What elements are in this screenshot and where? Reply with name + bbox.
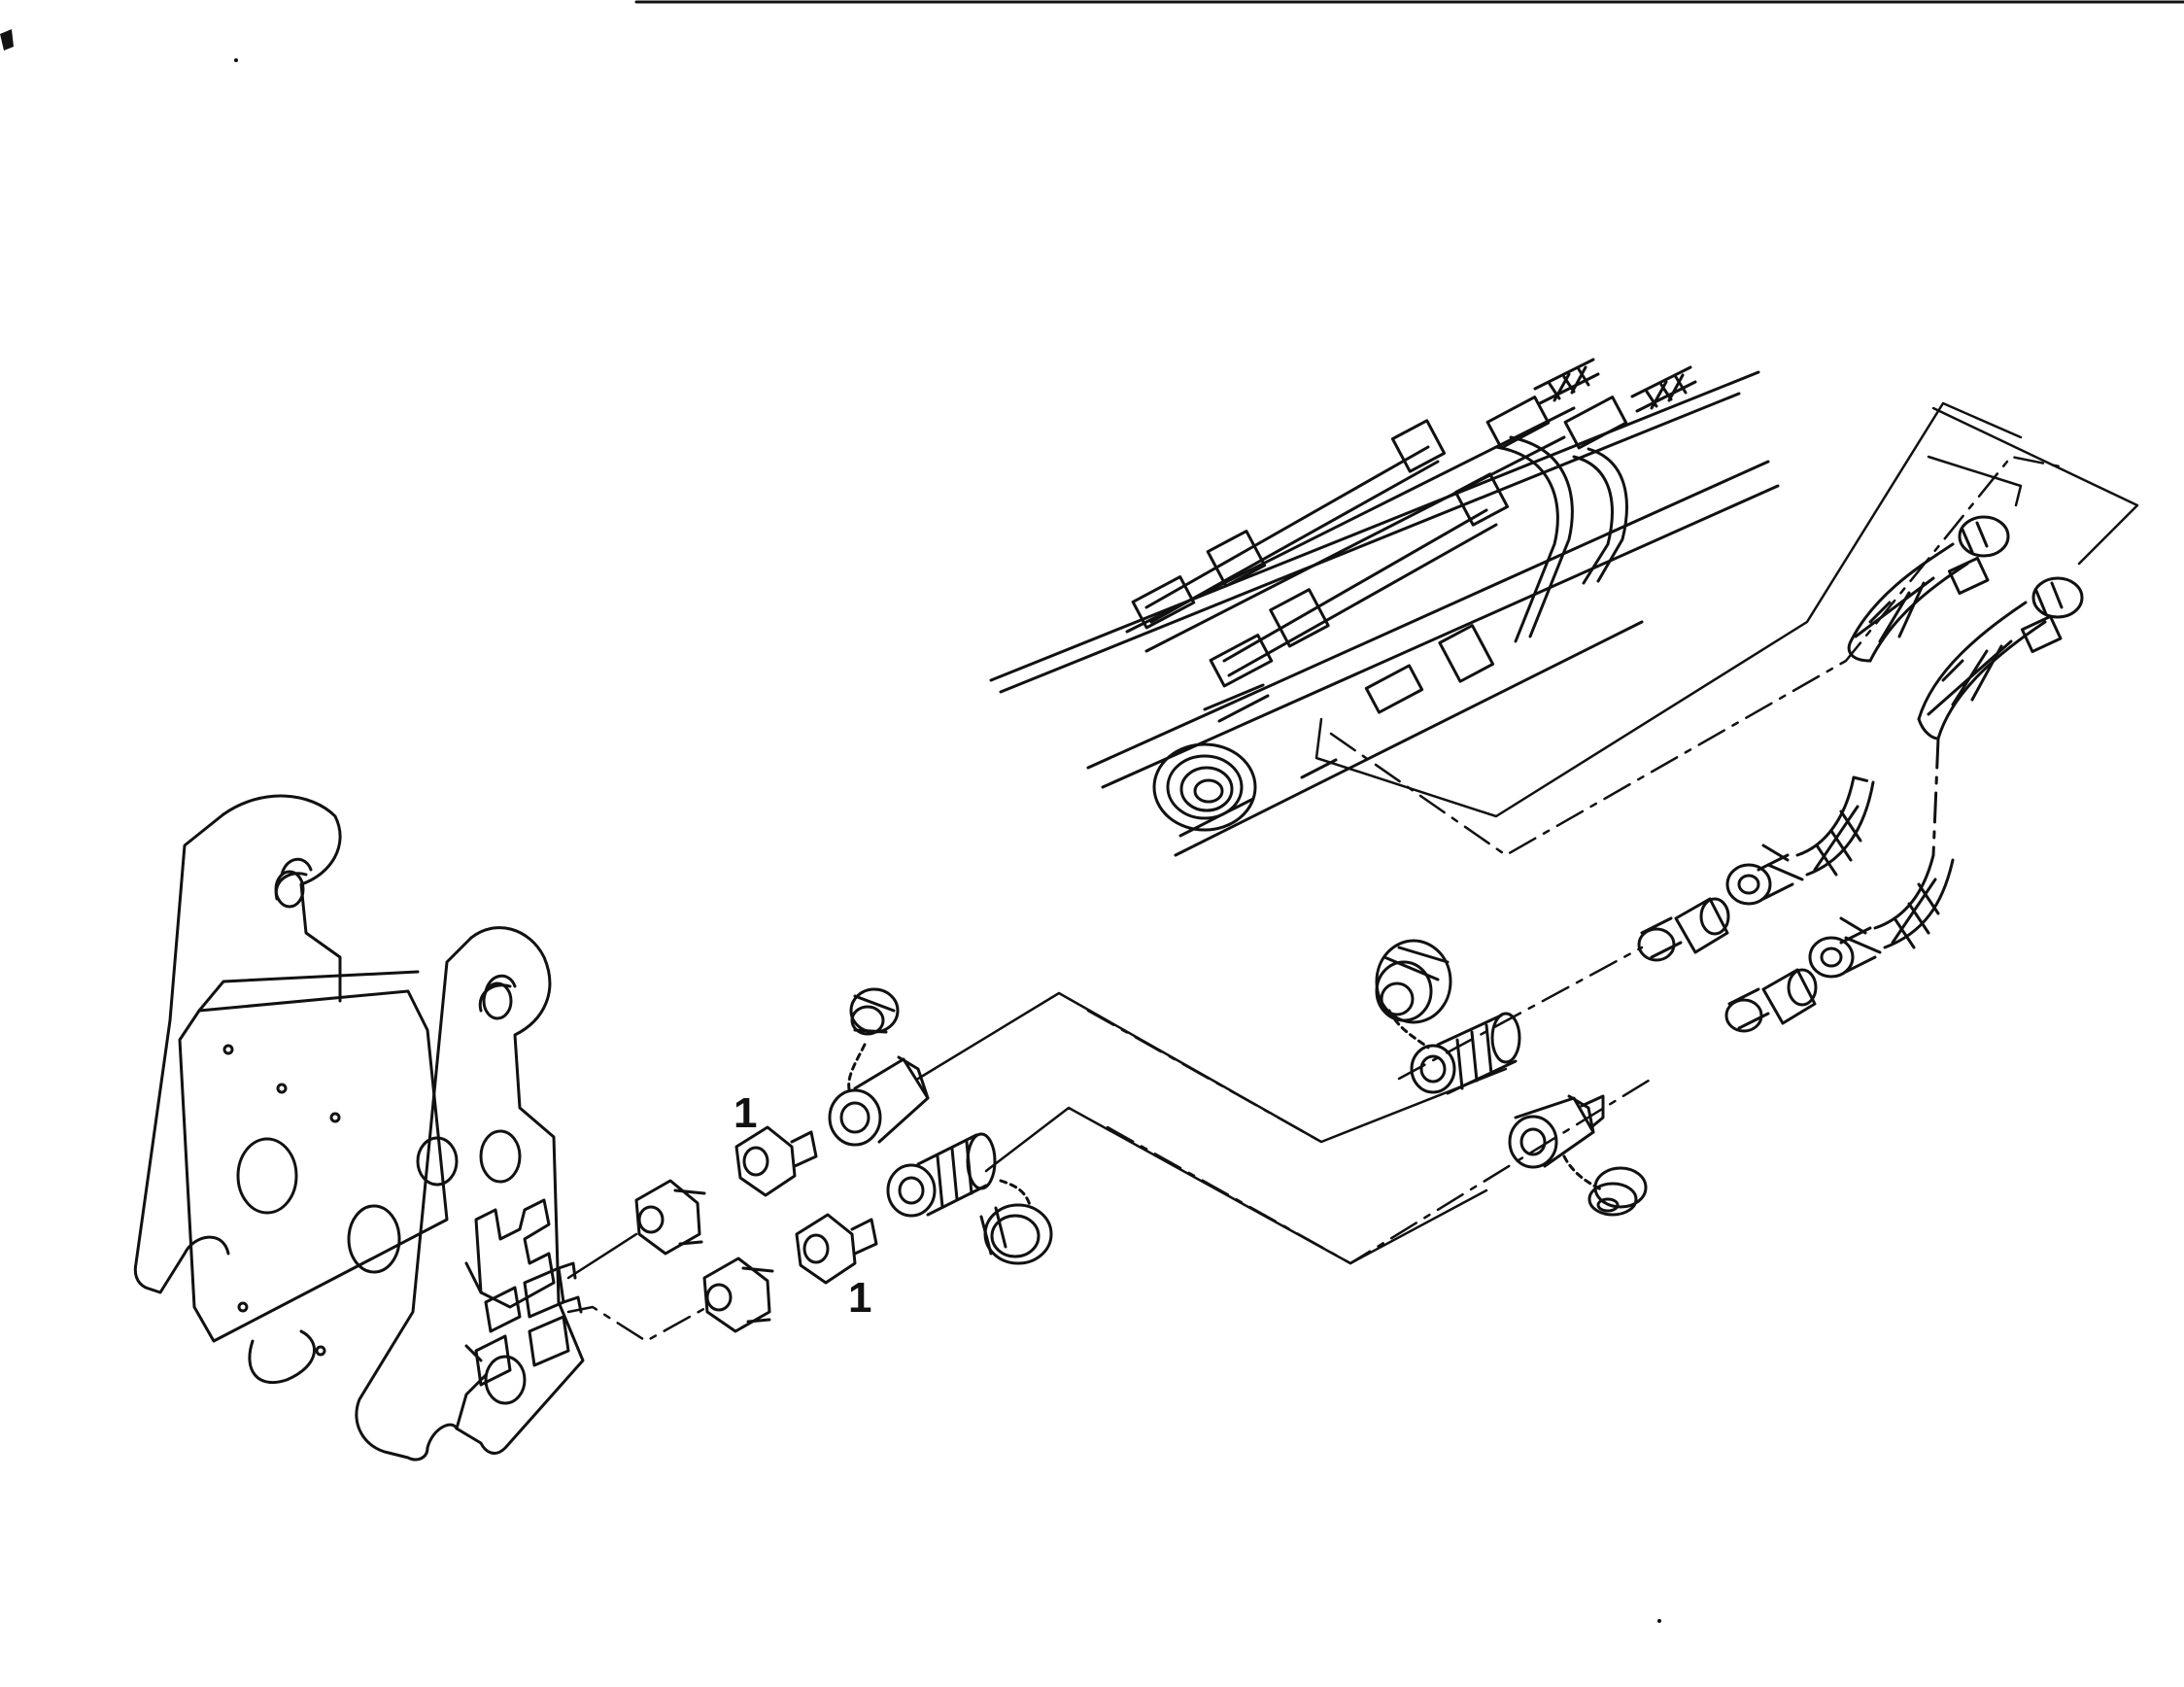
pivot-boss [1152,742,1257,832]
callouts: 1 1 [734,1089,871,1322]
braided-hose-1 [1761,515,2010,881]
boom-arm [989,370,1780,857]
hose-routing-lines-center [566,946,1654,1343]
hose-routing-lines-upper [1314,401,2139,857]
female-coupler-upper-right [1387,1009,1521,1095]
dust-cap-lower-center [979,1179,1053,1265]
dust-cap-lower-right [1562,1154,1648,1217]
dust-cap-upper-right [1375,939,1452,1024]
female-coupler-upper-center [828,1055,930,1147]
braided-hose-2 [1839,576,2084,954]
quick-coupler-bracket [133,794,585,1462]
hose-end-fitting-lower [1808,926,1877,979]
bulkhead-fitting-upper [634,1179,706,1256]
callout-label-lower: 1 [848,1274,871,1322]
male-adapter-lower-right [1724,968,1818,1033]
hose-end-fitting-upper [1725,853,1794,906]
page-border-marks [0,0,2184,1623]
bulkhead-fitting-lower [702,1257,774,1333]
male-coupler-lower-center [886,1132,997,1218]
female-coupler-lower-right [1508,1094,1605,1169]
male-adapter-upper-right [1637,897,1730,962]
boom-tubes [1131,358,1697,714]
adapter-1-upper [734,1125,818,1197]
adapter-1-lower [795,1213,878,1285]
callout-label-upper: 1 [734,1089,757,1137]
